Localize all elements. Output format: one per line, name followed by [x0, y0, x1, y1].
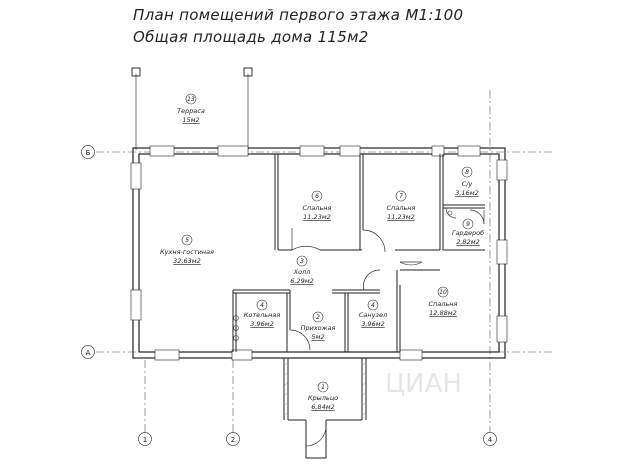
room-name: Спальня — [429, 300, 458, 308]
room-boiler: 4 Котельная 3,96м2 — [244, 302, 281, 328]
porch-hatch — [283, 361, 367, 417]
room-name: Прихожая — [301, 324, 336, 332]
room-area: 11,23м2 — [303, 213, 331, 221]
axis-bubble-1 — [138, 432, 152, 446]
room-area: 2,82м2 — [456, 238, 480, 246]
axis-label-4: 4 — [488, 436, 493, 444]
watermark: ЦИАН — [385, 369, 462, 399]
windows — [130, 145, 508, 361]
room-wardrobe: 9 Гардероб 2,82м2 — [452, 221, 484, 246]
axis-bubble-b — [81, 145, 95, 159]
room-number-circles — [181, 93, 474, 393]
axis-bubble-a — [81, 345, 95, 359]
axis-label-1: 1 — [143, 436, 147, 444]
room-name: С/у — [462, 180, 473, 188]
room-bathroom-4: 4 Санузел 3,96м2 — [359, 302, 387, 328]
room-name: Санузел — [359, 311, 387, 319]
room-area: 3,96м2 — [361, 320, 385, 328]
porch-door — [305, 425, 327, 447]
room-name: Кухня-гостиная — [160, 248, 214, 256]
room-name: Котельная — [244, 311, 281, 319]
room-area: 6,84м2 — [311, 403, 335, 411]
room-kitchen-living: 5 Кухня-гостиная 32,63м2 — [160, 237, 214, 265]
room-number: 3 — [300, 258, 304, 265]
room-number: 4 — [371, 302, 375, 309]
axis-bubble-2 — [226, 432, 240, 446]
plan-area-subtitle: Общая площадь дома 115м2 — [133, 28, 369, 46]
room-area: 6,29м2 — [290, 277, 314, 285]
room-bedroom-7: 7 Спальня 11,23м2 — [387, 193, 416, 221]
room-bedroom-6: 6 Спальня 11,23м2 — [303, 193, 332, 221]
axis-lines — [96, 90, 552, 432]
room-number: 13 — [187, 96, 195, 103]
room-number: 4 — [260, 302, 264, 309]
room-area: 32,63м2 — [173, 257, 201, 265]
room-area: 12,88м2 — [429, 309, 457, 317]
doors — [289, 207, 485, 351]
room-name: Спальня — [303, 204, 332, 212]
room-area: 3,16м2 — [455, 189, 479, 197]
room-area: 15м2 — [182, 116, 199, 124]
room-hall: 3 Холл 6,29м2 — [290, 258, 314, 285]
room-bathroom-8: 8 С/у 3,16м2 — [455, 169, 479, 197]
room-terrace: 13 Терраса 15м2 — [177, 96, 205, 124]
room-area: 5м2 — [311, 333, 324, 341]
room-name: Терраса — [177, 107, 205, 115]
room-number: 6 — [315, 193, 319, 200]
plumbing-fixtures — [233, 210, 453, 341]
axis-bubble-4 — [483, 432, 497, 446]
terrace-outline — [131, 67, 253, 150]
room-name: Холл — [293, 268, 311, 276]
axis-label-2: 2 — [231, 436, 235, 444]
room-name: Крыльцо — [308, 394, 338, 402]
interior-walls — [232, 154, 485, 352]
room-number: 1 — [321, 384, 325, 391]
room-number: 7 — [399, 193, 403, 200]
room-area: 11,23м2 — [387, 213, 415, 221]
room-porch: 1 Крыльцо 6,84м2 — [308, 384, 338, 411]
room-number: 10 — [439, 289, 447, 296]
plan-title: План помещений первого этажа М1:100 — [133, 6, 464, 24]
room-area: 3,96м2 — [250, 320, 274, 328]
room-number: 8 — [465, 169, 469, 176]
porch-outline — [283, 358, 367, 459]
room-name: Спальня — [387, 204, 416, 212]
room-bedroom-10: 10 Спальня 12,88м2 — [429, 289, 458, 317]
room-name: Гардероб — [452, 229, 484, 237]
room-number: 2 — [316, 314, 320, 321]
room-entrance: 2 Прихожая 5м2 — [301, 314, 336, 341]
axis-label-a: А — [86, 349, 91, 357]
room-number: 5 — [185, 237, 189, 244]
room-number: 9 — [466, 221, 470, 228]
axis-label-b: Б — [86, 149, 91, 157]
